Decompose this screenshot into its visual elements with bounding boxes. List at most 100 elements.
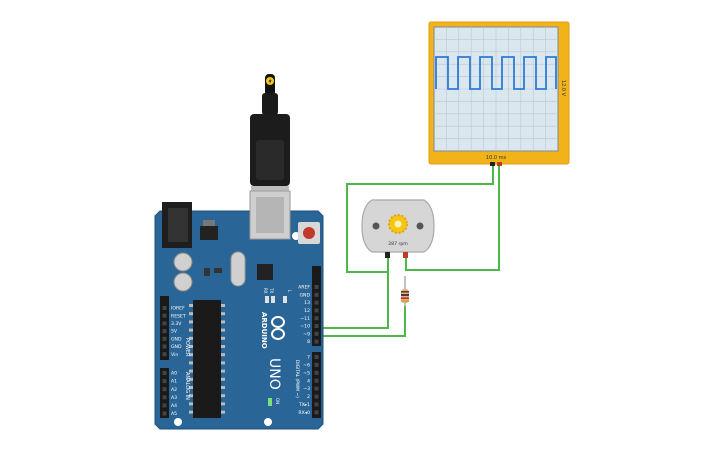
header-pin-digital[interactable] bbox=[314, 378, 319, 383]
chip-pin bbox=[221, 320, 225, 324]
wire-scope-left[interactable] bbox=[346, 166, 494, 273]
header-pin-analog[interactable] bbox=[162, 403, 167, 408]
pin-label-digital: TX▸1 bbox=[298, 402, 310, 408]
header-pin-analog[interactable] bbox=[162, 379, 167, 384]
header-pin-analog[interactable] bbox=[162, 387, 167, 392]
header-pin-power[interactable] bbox=[162, 313, 167, 318]
chip-pin bbox=[189, 345, 193, 348]
motor-terminal-right[interactable] bbox=[403, 252, 408, 258]
wire-pin10-motor[interactable] bbox=[318, 270, 389, 329]
chip-pin bbox=[189, 410, 193, 414]
pin-label-analog: A3 bbox=[171, 395, 177, 401]
chip-pin bbox=[189, 369, 193, 373]
header-pin-power[interactable] bbox=[162, 336, 167, 341]
pin-label-power: GND bbox=[171, 336, 182, 342]
analog-header-label: ANALOG IN bbox=[184, 372, 190, 400]
oscilloscope-probe-pos[interactable] bbox=[497, 162, 502, 166]
chip-pin bbox=[189, 353, 193, 357]
oscilloscope-time-label: 10.0 ms bbox=[486, 155, 507, 161]
chip-pin bbox=[221, 361, 225, 365]
pin-label-analog: A4 bbox=[171, 403, 177, 409]
usb-plug-connector bbox=[251, 186, 289, 194]
oscilloscope[interactable]: 12.0 V 10.0 ms bbox=[428, 21, 570, 166]
pin-labels: IOREFRESET3.3V5VGNDGNDVinA0A1A2A3A4A5ARE… bbox=[171, 285, 310, 418]
smd-component bbox=[204, 268, 210, 276]
chip-pin bbox=[189, 336, 193, 340]
digital-header-label: DIGITAL (PWM ~) bbox=[294, 360, 300, 398]
arduino-infinity-logo bbox=[271, 316, 285, 340]
mounting-hole bbox=[264, 418, 272, 426]
pin-label-digital: ~3 bbox=[303, 386, 310, 392]
chip-pin bbox=[221, 394, 225, 398]
header-pin-digital[interactable] bbox=[314, 292, 319, 297]
power-header-label: POWER bbox=[184, 338, 190, 357]
mounting-hole bbox=[174, 418, 182, 426]
pin-label-power: Vin bbox=[171, 352, 178, 358]
pin-label-digital: 8 bbox=[307, 339, 310, 345]
capacitor bbox=[173, 272, 193, 292]
resistor-band-4 bbox=[401, 300, 409, 302]
dc-power-jack-face bbox=[168, 208, 188, 242]
header-pin-digital[interactable] bbox=[314, 370, 319, 375]
header-pin-digital[interactable] bbox=[314, 300, 319, 305]
chip-pin bbox=[221, 386, 225, 389]
usb-cable-strain bbox=[262, 93, 278, 115]
pin-label-digital: ~5 bbox=[303, 370, 310, 376]
wire-pin9-resistor[interactable] bbox=[318, 306, 406, 337]
wire-scope-right[interactable] bbox=[405, 166, 500, 271]
header-pin-digital[interactable] bbox=[314, 386, 319, 391]
header-pin-digital[interactable] bbox=[314, 316, 319, 321]
oscilloscope-probe-neg[interactable] bbox=[490, 162, 495, 166]
chip-pin bbox=[189, 361, 193, 365]
chip-pin bbox=[221, 402, 225, 406]
header-pin-analog[interactable] bbox=[162, 395, 167, 400]
pin-label-analog: A1 bbox=[171, 379, 177, 385]
digital-header-bottom bbox=[312, 352, 321, 418]
chip-pin bbox=[221, 353, 225, 357]
header-pin-power[interactable] bbox=[162, 344, 167, 349]
header-pin-digital[interactable] bbox=[314, 410, 319, 415]
label-tx: TX bbox=[269, 287, 274, 293]
chip-pin bbox=[189, 377, 193, 381]
resistor-band-3 bbox=[401, 297, 409, 299]
motor-shaft bbox=[394, 220, 402, 228]
chip-pin bbox=[189, 402, 193, 406]
pin-label-digital: RX◂0 bbox=[298, 410, 310, 416]
reset-button-cap bbox=[303, 227, 315, 239]
chip-pin bbox=[221, 345, 225, 348]
header-pin-digital[interactable] bbox=[314, 355, 319, 359]
header-pin-digital[interactable] bbox=[314, 402, 319, 407]
chip-pin bbox=[221, 328, 225, 332]
header-pin-power[interactable] bbox=[162, 321, 167, 326]
resistor[interactable] bbox=[401, 276, 409, 308]
header-pin-digital[interactable] bbox=[314, 331, 319, 336]
chip-pin bbox=[221, 312, 225, 316]
lightning-bolt-glyph bbox=[268, 78, 272, 84]
pin-label-digital: 13 bbox=[304, 300, 310, 306]
header-pin-power[interactable] bbox=[162, 352, 167, 357]
motor-screw-right bbox=[416, 222, 424, 230]
header-pin-digital[interactable] bbox=[314, 308, 319, 313]
pin-label-digital: ~10 bbox=[300, 324, 310, 330]
header-pin-power[interactable] bbox=[162, 329, 167, 334]
header-pin-power[interactable] bbox=[162, 306, 167, 310]
header-pin-analog[interactable] bbox=[162, 371, 167, 375]
dc-motor[interactable]: 287 rpm bbox=[361, 199, 435, 258]
arduino-uno-board[interactable]: TX RX L IOREFRESET3.3V5VGNDGNDVinA0A1A2A… bbox=[154, 190, 324, 430]
header-pin-digital[interactable] bbox=[314, 285, 319, 289]
motor-terminal-left[interactable] bbox=[385, 252, 390, 258]
header-pin-digital[interactable] bbox=[314, 362, 319, 367]
header-pin-digital[interactable] bbox=[314, 394, 319, 399]
header-pin-analog[interactable] bbox=[162, 411, 167, 416]
header-pin-digital[interactable] bbox=[314, 324, 319, 328]
chip-pin bbox=[189, 312, 193, 316]
usb-b-port-inner bbox=[256, 197, 284, 233]
label-rx: RX bbox=[263, 288, 268, 294]
pin-label-digital: ~6 bbox=[303, 363, 310, 369]
led-tx bbox=[271, 296, 275, 303]
header-pin-digital[interactable] bbox=[314, 339, 319, 344]
pin-label-power: 3.3V bbox=[171, 321, 182, 327]
usb-cable[interactable] bbox=[250, 74, 290, 194]
voltage-regulator bbox=[200, 226, 218, 240]
